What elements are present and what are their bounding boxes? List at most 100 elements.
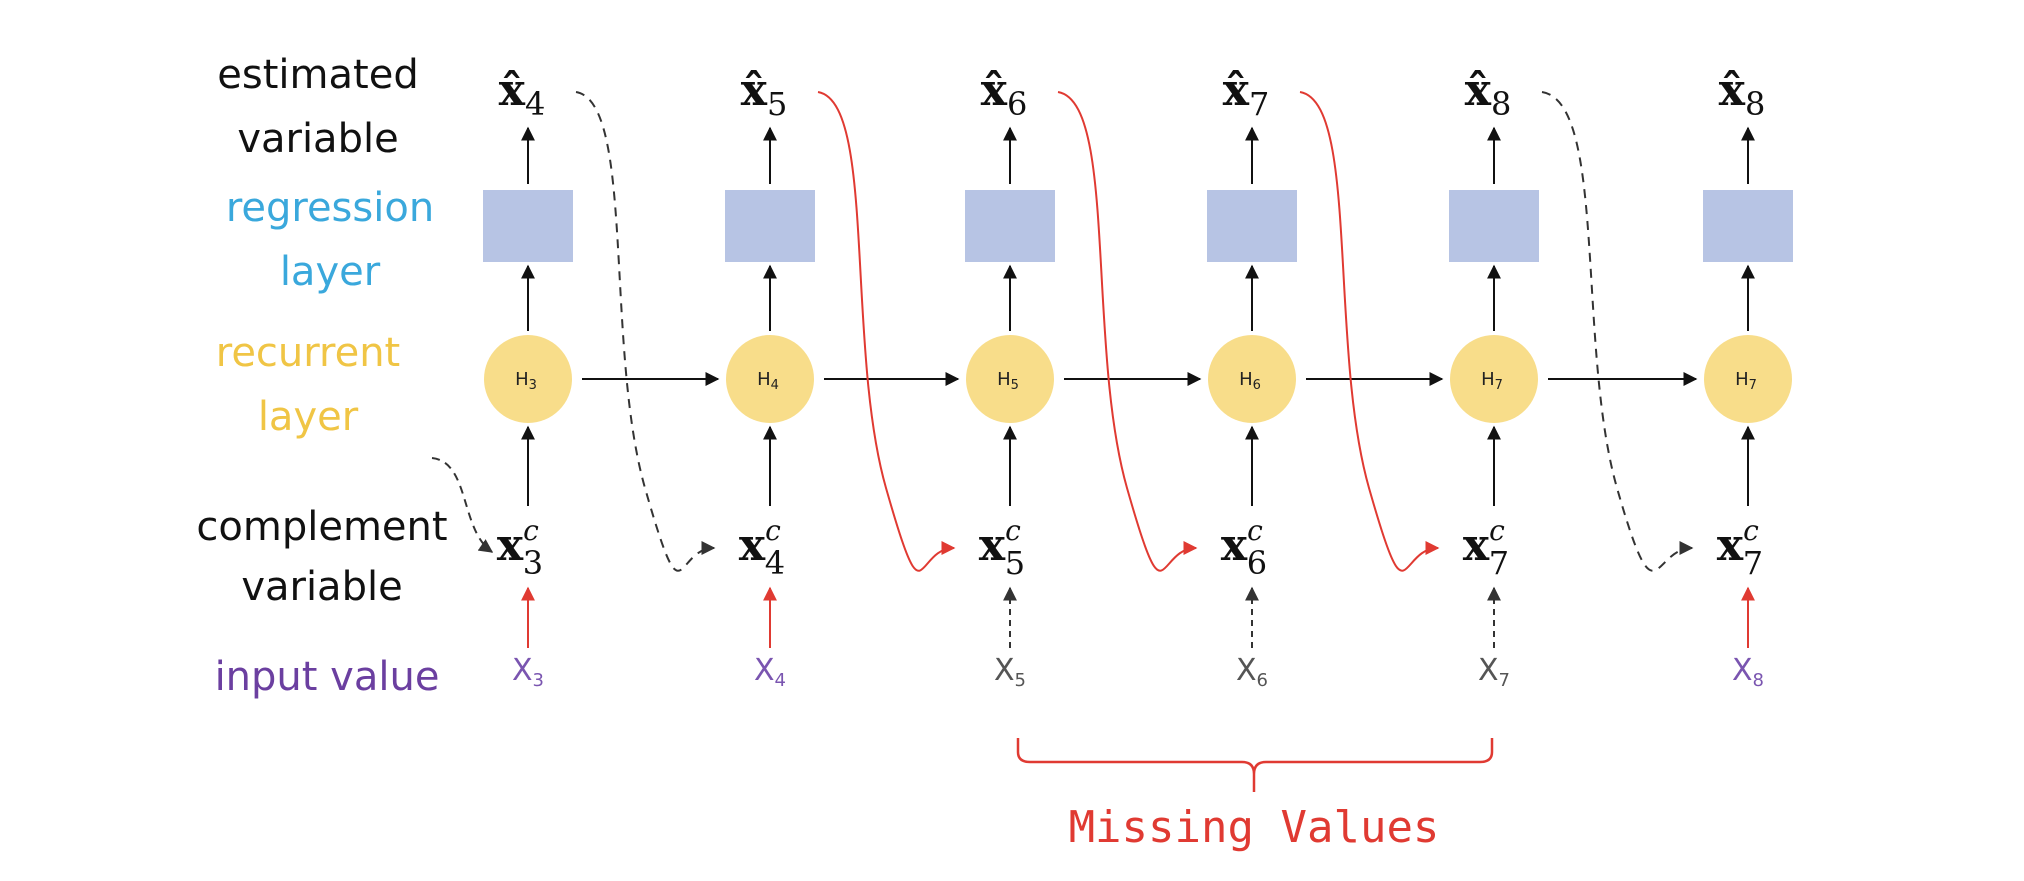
input-value-subscript: 7 — [1499, 670, 1510, 691]
estimate-feedback-arrow — [1299, 91, 1440, 572]
complement-variable-base: x — [739, 520, 766, 571]
hidden-state-label: H3 — [515, 369, 537, 393]
input-value-base: X — [1236, 653, 1257, 688]
complement-variable-superscript: c — [1005, 514, 1021, 547]
regression-box — [1449, 190, 1539, 262]
recurrent-layer-label-line1: recurrent — [216, 330, 400, 376]
regression-box — [1207, 190, 1297, 262]
estimated-variable-subscript: 8 — [1491, 85, 1511, 123]
input-value-base: X — [994, 653, 1015, 688]
estimate-feedback-arrow — [817, 91, 956, 572]
complement-variable-subscript: 5 — [1005, 544, 1025, 582]
estimated-variable-base: x̂ — [1223, 65, 1250, 116]
hidden-state-label: H5 — [997, 369, 1019, 393]
input-value-subscript: 5 — [1015, 670, 1026, 691]
complement-variable-subscript: 7 — [1489, 544, 1509, 582]
estimate-feedback-arrow — [1057, 91, 1198, 572]
hidden-state-label: H7 — [1735, 369, 1757, 393]
input-value-base: X — [512, 653, 533, 688]
input-value-label: input value — [215, 654, 440, 700]
complement-variable-base: x — [1463, 520, 1490, 571]
recurrent-node — [1704, 335, 1792, 423]
recurrent-node — [1450, 335, 1538, 423]
hidden-state-base: H — [997, 369, 1011, 390]
hidden-state-label: H4 — [757, 369, 779, 393]
input-value: X6 — [1236, 653, 1268, 691]
estimate-feedback-arrow — [1541, 91, 1694, 572]
regression-layer-label-line2: layer — [280, 249, 381, 295]
input-value: X3 — [512, 653, 544, 691]
input-value: X8 — [1732, 653, 1764, 691]
input-value-subscript: 8 — [1753, 670, 1764, 691]
estimated-variable-base: x̂ — [499, 65, 526, 116]
estimated-variable: x̂8 — [1465, 65, 1512, 123]
input-value: X5 — [994, 653, 1026, 691]
hidden-state-base: H — [757, 369, 771, 390]
hidden-state-subscript: 3 — [529, 378, 537, 393]
hidden-state-subscript: 7 — [1749, 378, 1757, 393]
hidden-state-subscript: 5 — [1011, 378, 1019, 393]
input-value-subscript: 6 — [1257, 670, 1268, 691]
complement-variable-superscript: c — [1247, 514, 1263, 547]
hidden-state-base: H — [1239, 369, 1253, 390]
complement-variable-label-line1: complement — [196, 504, 447, 550]
estimated-variable-base: x̂ — [1719, 65, 1746, 116]
complement-variable-subscript: 6 — [1247, 544, 1267, 582]
hidden-state-subscript: 4 — [771, 378, 779, 393]
hidden-state-base: H — [515, 369, 529, 390]
hidden-state-base: H — [1481, 369, 1495, 390]
input-value-base: X — [1478, 653, 1499, 688]
vertical-connections — [521, 126, 1755, 648]
recurrent-node — [1208, 335, 1296, 423]
complement-variable-superscript: c — [765, 514, 781, 547]
estimated-variable: x̂5 — [741, 65, 788, 123]
estimate-feedback-arrow — [575, 91, 716, 572]
hidden-state-base: H — [1735, 369, 1749, 390]
estimated-variable: x̂8 — [1719, 65, 1766, 123]
complement-variable-base: x — [1717, 520, 1744, 571]
estimate-feedback-connections — [575, 91, 1694, 572]
hidden-state-label: H7 — [1481, 369, 1503, 393]
estimated-variable-subscript: 7 — [1249, 85, 1269, 123]
complement-variable-base: x — [497, 520, 524, 571]
missing-values-label: Missing Values — [1069, 802, 1440, 853]
estimated-variable-subscript: 4 — [525, 85, 545, 123]
complement-variable-label-line2: variable — [241, 564, 402, 610]
complement-variable-superscript: c — [1489, 514, 1505, 547]
complement-variable-subscript: 7 — [1743, 544, 1763, 582]
complement-variable-subscript: 3 — [523, 544, 543, 582]
regression-box — [1703, 190, 1793, 262]
missing-values-bracket — [1016, 738, 1494, 792]
complement-variable-base: x — [979, 520, 1006, 571]
regression-box — [483, 190, 573, 262]
estimated-variable-base: x̂ — [1465, 65, 1492, 116]
complement-variable-superscript: c — [523, 514, 539, 547]
estimated-variable: x̂4 — [499, 65, 546, 123]
recurrent-node — [484, 335, 572, 423]
complement-variable-base: x — [1221, 520, 1248, 571]
estimated-variable-label-line1: estimated — [217, 52, 418, 98]
estimated-variable-subscript: 5 — [767, 85, 787, 123]
recurrent-node — [726, 335, 814, 423]
recurrent-node — [966, 335, 1054, 423]
estimated-variable: x̂7 — [1223, 65, 1270, 123]
regression-box — [725, 190, 815, 262]
estimated-variable-base: x̂ — [981, 65, 1008, 116]
estimated-variable-base: x̂ — [741, 65, 768, 116]
hidden-state-subscript: 6 — [1253, 378, 1261, 393]
estimated-variable-label-line2: variable — [237, 116, 398, 162]
hidden-state-label: H6 — [1239, 369, 1261, 393]
regression-layer-label-line1: regression — [226, 185, 434, 231]
estimated-variable: x̂6 — [981, 65, 1028, 123]
input-value-subscript: 4 — [775, 670, 786, 691]
input-value-base: X — [754, 653, 775, 688]
hidden-state-subscript: 7 — [1495, 378, 1503, 393]
input-value-subscript: 3 — [533, 670, 544, 691]
